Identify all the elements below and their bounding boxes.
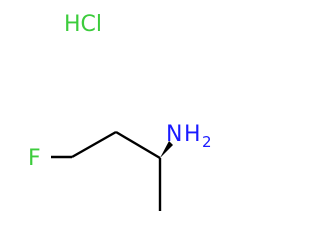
amine-nitrogen-label: N (166, 122, 182, 147)
wedge-bond-c3-n (160, 141, 173, 158)
bond-c2-c3 (115, 130, 161, 160)
amine-hydrogen-count: 2 (202, 133, 212, 151)
hcl-salt-label: HCl (64, 12, 102, 37)
bond-c1-c2 (71, 130, 117, 159)
molecule-structure-diagram: HCl F N H 2 (28, 12, 212, 211)
amine-hydrogen-label: H (184, 122, 201, 147)
fluorine-atom-label: F (28, 146, 41, 171)
